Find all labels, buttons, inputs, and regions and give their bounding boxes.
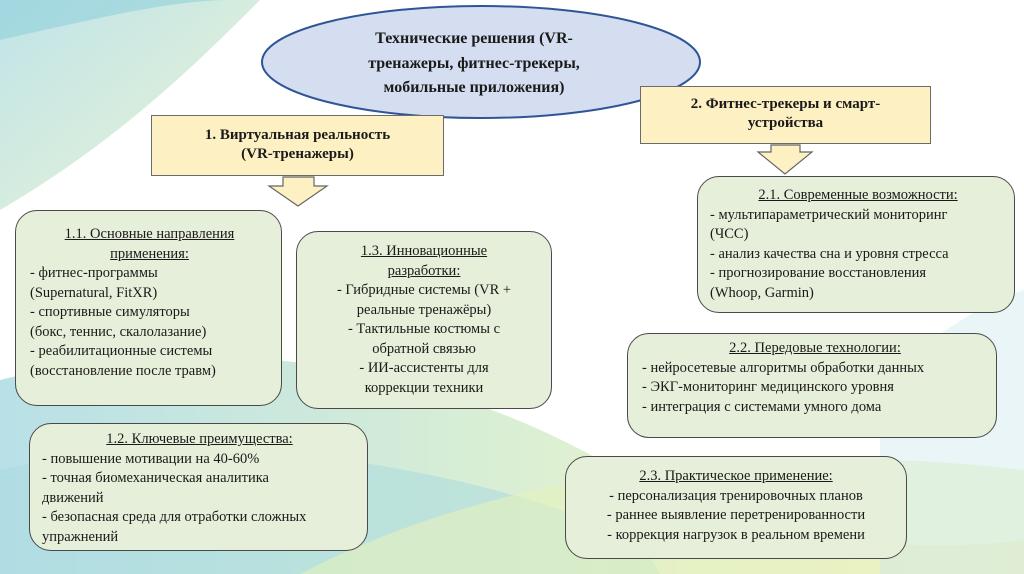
box-title-line: 2.2. Передовые технологии: [729,340,901,356]
main-title: Технические решения (VR- тренажеры, фитн… [298,27,650,101]
box-1-1-title: 1.1. Основные направления применения: [38,225,271,264]
list-item: (Supernatural, FitXR) [30,284,158,301]
list-item: коррекции техники [364,379,484,396]
list-item: - коррекция нагрузок в реальном времени [607,526,865,543]
list-item: (бокс, теннис, скалолазание) [30,323,207,340]
list-item: (ЧСС) [710,226,749,242]
list-item: упражнений [42,528,119,545]
list-item: - ЭКГ-мониторинг медицинского уровня [642,379,894,395]
box-1-1-directions: 1.1. Основные направления применения: - … [15,210,282,406]
list-item: - повышение мотивации на 40-60% [42,450,260,467]
list-item: движений [42,489,104,506]
box-title-line: 2.3. Практическое применение: [639,468,833,484]
box-title-line: 2.1. Современные возможности: [758,187,958,203]
title-ellipse [261,5,701,119]
list-item: - интеграция с системами умного дома [642,398,882,415]
box-title-line: разработки: [387,262,461,279]
list-item: - безопасная среда для отработки сложных [42,509,307,525]
list-item: реальные тренажёры) [356,301,492,318]
box-2-1-capabilities: 2.1. Современные возможности: - мультипа… [697,176,1015,313]
list-item: - прогнозирование восстановления [710,265,927,281]
section1-header-line: (VR-тренажеры) [241,146,354,162]
list-item: - нейросетевые алгоритмы обработки данны… [642,359,925,376]
list-item: обратной связью [372,340,476,357]
list-item: - Гибридные системы (VR + [336,282,512,298]
section2-header: 2. Фитнес-трекеры и смарт- устройства [640,86,931,144]
section2-header-line: устройства [747,115,824,131]
arrow-down-left [267,176,329,207]
box-title-line: применения: [110,245,189,262]
section2-header-line: 2. Фитнес-трекеры и смарт- [690,96,881,112]
list-item: - анализ качества сна и уровня стресса [710,245,949,262]
list-item: - реабилитационные системы [30,343,213,359]
box-title-line: 1.2. Ключевые преимущества: [106,431,293,447]
list-item: (Whoop, Garmin) [710,284,814,301]
list-item: - фитнес-программы [30,265,158,281]
list-item: (восстановление после травм) [30,362,216,379]
main-title-line: Технические решения (VR- [375,30,573,47]
list-item: - точная биомеханическая аналитика [42,470,269,486]
box-title-line: 1.1. Основные направления [64,226,235,242]
box-title-line: 1.3. Инновационные [360,243,488,259]
list-item: - ИИ-ассистенты для [359,360,489,376]
list-item: - мультипараметрический мониторинг [710,206,948,223]
list-item: - Тактильные костюмы с [347,321,501,337]
box-1-3-innovations: 1.3. Инновационные разработки: - Гибридн… [296,231,552,409]
list-item: - спортивные симуляторы [30,304,190,320]
box-1-2-advantages: 1.2. Ключевые преимущества: - повышение … [29,423,368,551]
list-item: - персонализация тренировочных планов [609,487,863,504]
box-2-2-technologies: 2.2. Передовые технологии: - нейросетевы… [627,333,997,438]
list-item: - раннее выявление перетренированности [606,507,866,523]
section1-header: 1. Виртуальная реальность (VR-тренажеры) [151,115,444,176]
box-1-1-list: - фитнес-программы (Supernatural, FitXR)… [30,264,271,381]
arrow-down-right [756,144,814,175]
main-title-line: тренажеры, фитнес-трекеры, [368,54,580,72]
box-2-3-application: 2.3. Практическое применение: - персонал… [565,456,907,559]
section1-header-line: 1. Виртуальная реальность [204,127,391,143]
main-title-line: мобильные приложения) [383,79,565,96]
